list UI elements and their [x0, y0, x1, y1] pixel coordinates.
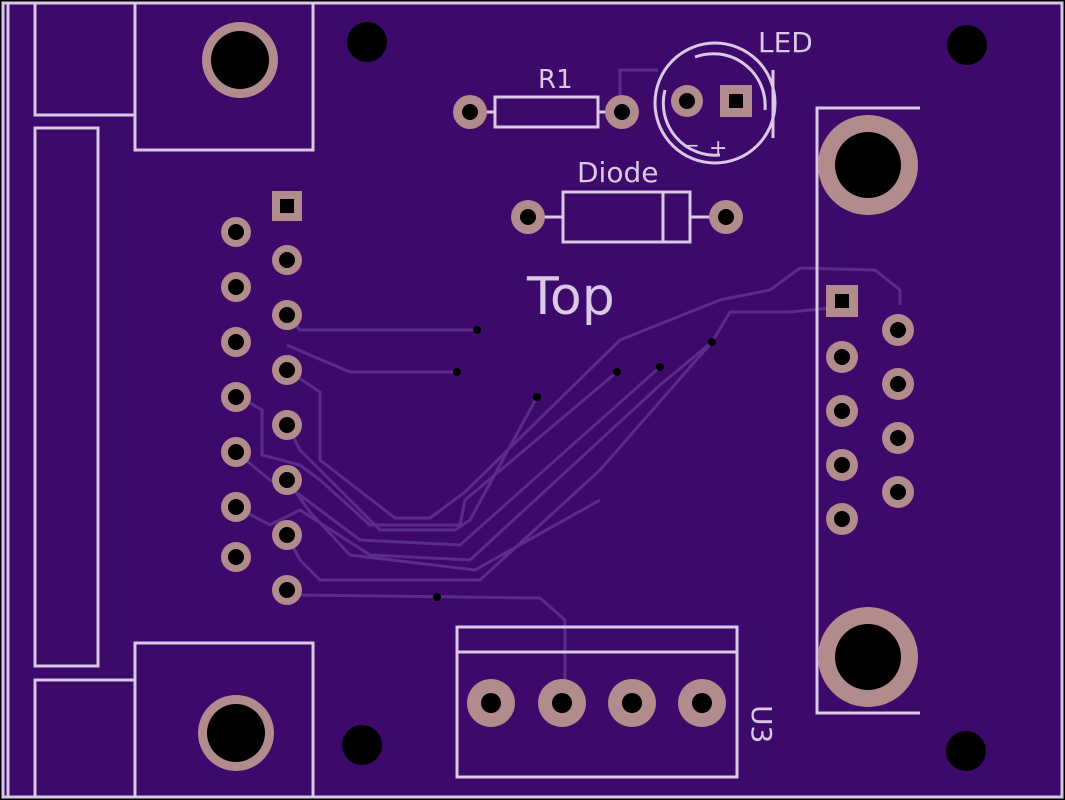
corner-hole	[946, 731, 986, 771]
via	[473, 326, 481, 334]
led-lead	[618, 68, 658, 97]
mount-block-bottom	[133, 641, 315, 797]
trace	[235, 306, 831, 562]
led-outline-inner	[694, 52, 767, 111]
db9-mount-hole	[835, 624, 901, 690]
trace	[286, 266, 902, 520]
header-pads-right	[272, 245, 302, 605]
label-led: LED	[758, 26, 813, 59]
label-r1: R1	[538, 65, 573, 95]
corner-hole	[947, 25, 987, 65]
label-u3: U3	[745, 705, 778, 743]
label-top: Top	[526, 267, 615, 327]
led-pad-hole	[729, 94, 743, 108]
trace	[235, 370, 618, 527]
db9-mount-hole	[835, 132, 901, 198]
via	[708, 338, 716, 346]
label-led-plus: +	[709, 136, 727, 161]
via	[533, 393, 541, 401]
label-diode: Diode	[577, 156, 658, 189]
traces	[235, 266, 902, 680]
vias	[433, 326, 716, 601]
mount-hole	[211, 31, 269, 89]
trace	[285, 396, 539, 532]
corner-hole	[342, 725, 382, 765]
pad-hole	[280, 199, 294, 213]
left-connector-body	[33, 126, 100, 668]
mount-block-top	[133, 3, 315, 152]
corner-hole	[347, 22, 387, 62]
via	[433, 593, 441, 601]
db9-pad-hole	[835, 294, 849, 308]
silkscreen	[6, 3, 920, 797]
mount-hole	[207, 704, 265, 762]
via	[656, 363, 664, 371]
trace	[285, 341, 714, 582]
left-connector-outline	[33, 3, 135, 117]
label-led-minus: −	[683, 133, 700, 157]
trace	[286, 343, 457, 374]
header-pads-left	[221, 217, 251, 572]
pads	[221, 85, 914, 727]
u3-body	[455, 625, 739, 779]
db9-outline	[815, 106, 920, 715]
via	[453, 368, 461, 376]
mounting-holes	[198, 22, 987, 771]
left-connector-outline	[33, 678, 135, 797]
silkscreen-labels: Top R1 LED Diode − + U3	[526, 26, 813, 743]
via	[613, 368, 621, 376]
led-outline-inner	[661, 89, 721, 157]
trace	[235, 365, 661, 547]
led-outline	[653, 41, 777, 165]
